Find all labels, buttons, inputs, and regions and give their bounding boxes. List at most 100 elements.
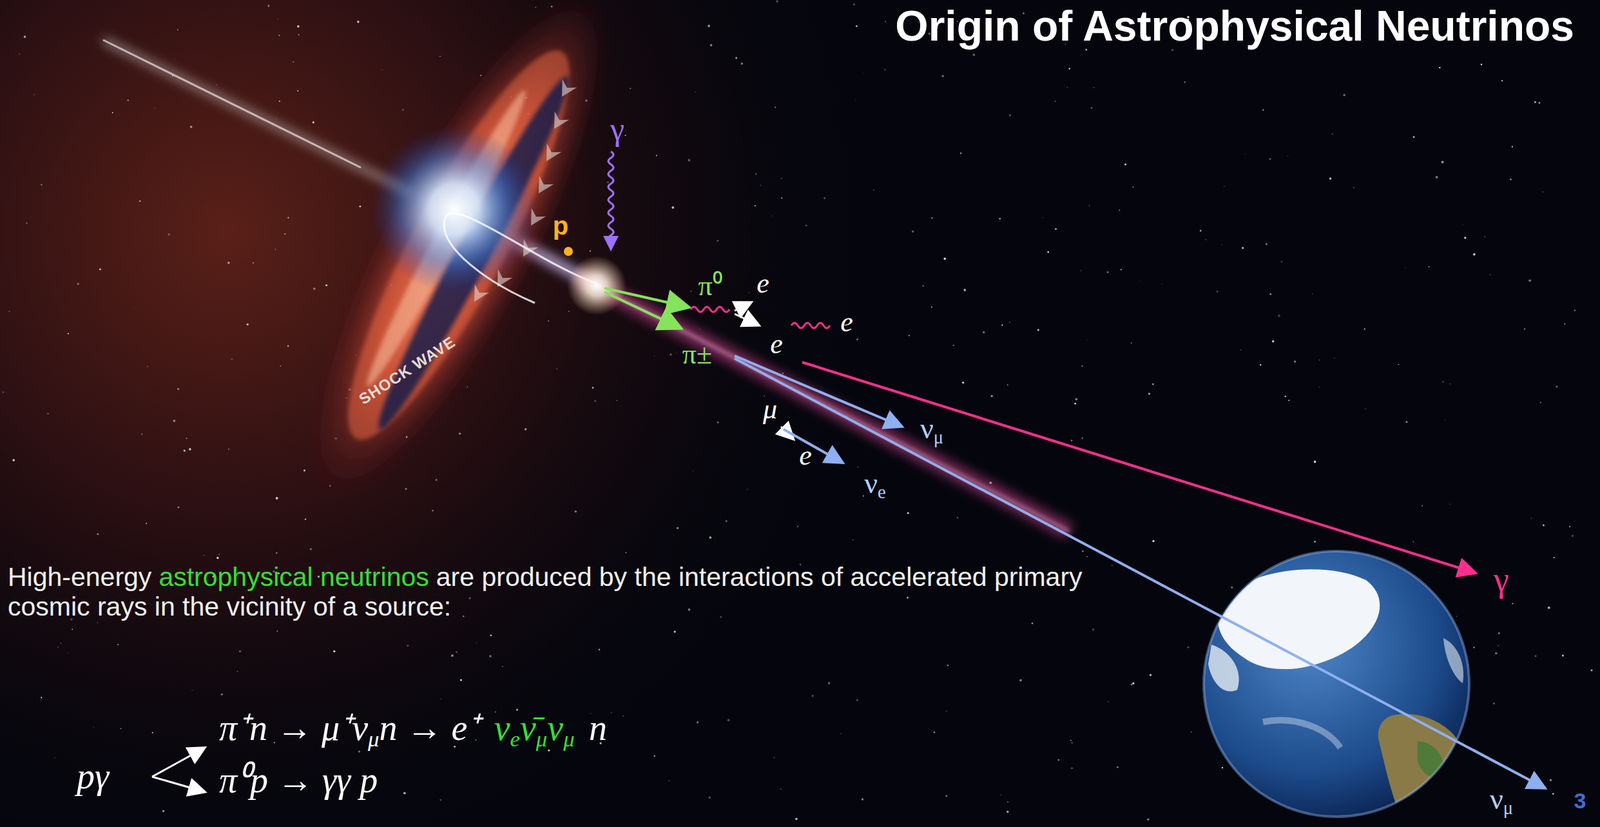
star <box>1534 655 1537 657</box>
star <box>191 689 193 691</box>
star <box>1333 357 1336 359</box>
equation-term: μ <box>367 726 379 752</box>
text-holder: π± <box>682 338 713 370</box>
star <box>275 117 277 119</box>
star <box>231 358 233 360</box>
star <box>856 338 859 341</box>
star <box>1007 384 1009 386</box>
star <box>873 189 874 191</box>
star <box>278 34 280 37</box>
star <box>1007 800 1009 803</box>
star <box>625 552 627 554</box>
star <box>1442 380 1445 383</box>
star <box>1511 146 1514 148</box>
star <box>857 466 859 468</box>
star <box>1146 818 1149 821</box>
star <box>629 87 631 89</box>
star <box>1293 360 1296 363</box>
star <box>884 20 887 22</box>
star <box>287 217 289 219</box>
star <box>325 284 328 287</box>
star <box>592 386 595 389</box>
star <box>1435 175 1439 179</box>
star <box>963 288 966 291</box>
star <box>358 750 361 752</box>
star <box>127 99 129 101</box>
star <box>303 469 306 472</box>
star <box>1006 810 1009 813</box>
star <box>1277 314 1281 318</box>
star <box>1473 253 1476 256</box>
star <box>805 224 808 227</box>
star <box>716 239 719 242</box>
star <box>1571 534 1574 537</box>
star <box>190 125 193 129</box>
star <box>252 262 254 264</box>
text-group: νμ <box>920 412 944 448</box>
star <box>780 177 783 180</box>
text-holder: e <box>840 306 854 338</box>
star <box>215 84 218 86</box>
text-group: High-energyastrophysical neutrinosare pr… <box>7 561 1091 622</box>
star <box>933 731 935 733</box>
star <box>1531 517 1532 519</box>
star <box>717 421 720 424</box>
star <box>669 353 672 356</box>
star <box>811 694 814 697</box>
star <box>458 432 461 435</box>
star <box>1553 556 1555 559</box>
star <box>982 331 985 334</box>
star <box>1449 383 1451 385</box>
star <box>279 365 281 367</box>
star <box>168 233 171 236</box>
star <box>945 710 948 712</box>
star <box>754 204 756 207</box>
star <box>359 205 362 208</box>
star <box>1493 702 1495 705</box>
star <box>1501 79 1504 82</box>
star <box>1364 327 1366 330</box>
star <box>1284 395 1287 398</box>
star <box>725 520 728 522</box>
star <box>1498 632 1501 635</box>
star <box>440 698 442 700</box>
text-holder: e <box>756 268 770 299</box>
particle-label: μ <box>762 393 778 425</box>
star <box>568 310 570 312</box>
star <box>145 522 147 524</box>
star <box>589 250 591 252</box>
star <box>1259 364 1262 367</box>
star <box>77 282 80 285</box>
star <box>780 788 782 791</box>
star <box>1130 683 1133 685</box>
star <box>1265 242 1268 245</box>
star <box>1269 157 1272 160</box>
star <box>776 0 779 3</box>
photon-wave <box>690 306 730 312</box>
star <box>313 287 316 290</box>
star <box>862 495 865 497</box>
star <box>1563 322 1566 325</box>
star <box>462 615 464 617</box>
star <box>455 650 458 653</box>
star <box>1111 564 1113 566</box>
star <box>840 733 842 735</box>
star <box>755 172 758 175</box>
star <box>54 757 55 758</box>
page-number: 3 <box>1574 788 1587 813</box>
star <box>403 791 406 795</box>
star <box>931 217 934 220</box>
star <box>275 552 278 554</box>
star <box>1569 525 1571 528</box>
star <box>1089 204 1090 206</box>
star <box>852 539 854 540</box>
star <box>40 696 42 698</box>
interaction-spot <box>567 255 627 316</box>
star <box>1547 606 1551 609</box>
text-holder: π⁰p → γγ p <box>219 758 378 802</box>
star <box>177 29 179 31</box>
particle-label: γ <box>1493 559 1510 599</box>
star <box>1081 550 1084 552</box>
star <box>284 233 286 235</box>
star <box>856 699 859 702</box>
